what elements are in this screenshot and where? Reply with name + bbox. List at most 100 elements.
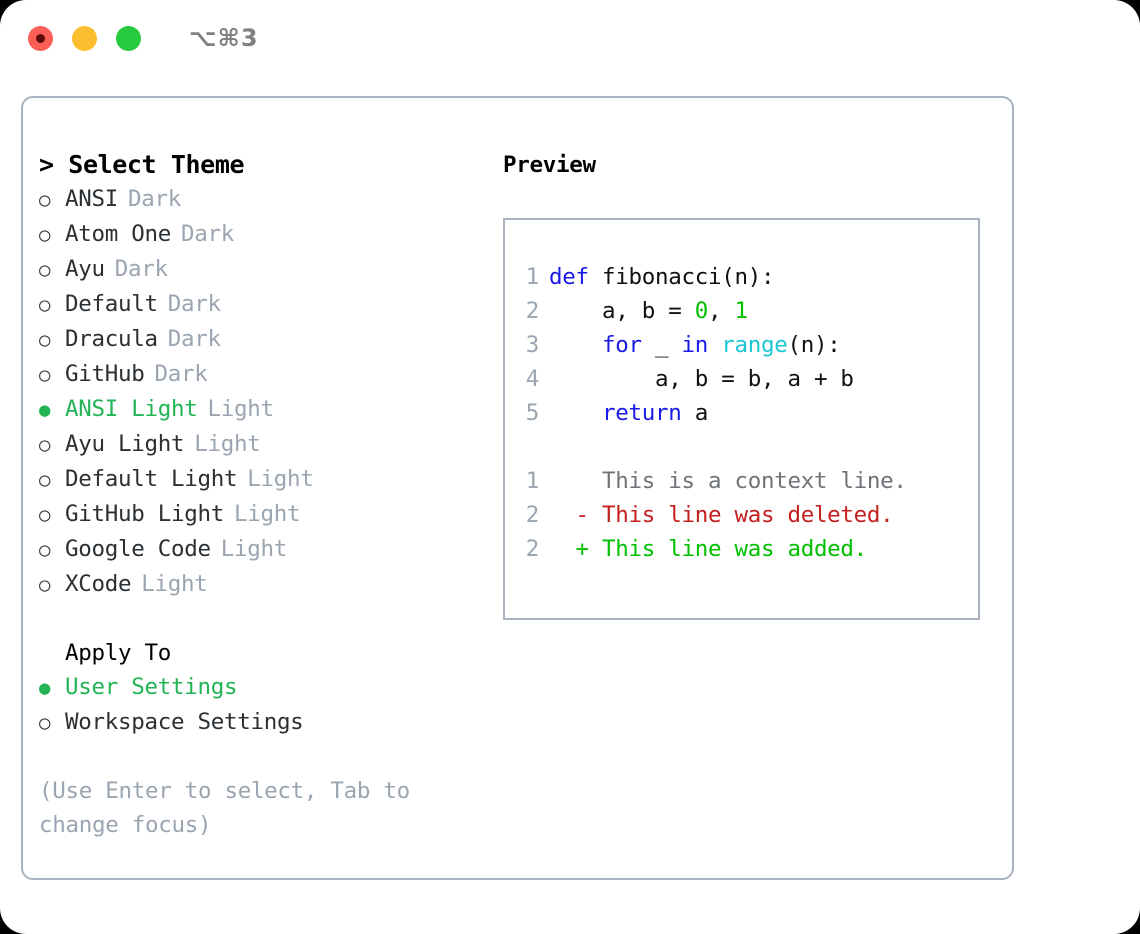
code-indent: [549, 400, 602, 426]
code-text: a, b = 0, 1: [549, 294, 748, 328]
keyboard-shortcut-label: ⌥⌘3: [189, 24, 259, 52]
code-text: def fibonacci(n):: [549, 260, 775, 294]
code-indent: [549, 298, 602, 324]
theme-list-item[interactable]: ○ Atom One Dark: [39, 217, 503, 252]
theme-name-label: ANSI: [65, 186, 118, 212]
apply-to-heading: Apply To: [65, 640, 171, 666]
code-indent: [549, 332, 602, 358]
theme-name-label: GitHub Light: [65, 501, 224, 527]
line-number: 2: [525, 536, 540, 562]
diff-line: 1 This is a context line.: [505, 464, 978, 498]
code-token: a: [681, 400, 709, 426]
radio-unselected-icon: ○: [39, 364, 51, 386]
traffic-lights: [28, 25, 141, 51]
zoom-button-icon[interactable]: [116, 25, 141, 51]
diff-text: This is a context line.: [549, 464, 907, 498]
theme-name-label: Dracula: [65, 326, 158, 352]
theme-name-label: Ayu: [65, 256, 105, 282]
radio-unselected-icon: ○: [39, 329, 51, 351]
line-number: 3: [525, 332, 540, 358]
keyboard-hint: (Use Enter to select, Tab to change focu…: [39, 778, 410, 838]
theme-variant-label: Dark: [114, 256, 168, 282]
theme-name-label: Default Light: [65, 466, 238, 492]
theme-variant-label: Dark: [167, 291, 221, 317]
diff-content: This line was added.: [602, 536, 867, 562]
radio-selected-icon: ●: [39, 677, 51, 699]
code-line: 2 a, b = 0, 1: [505, 294, 978, 328]
radio-unselected-icon: ○: [39, 224, 51, 246]
radio-unselected-icon: ○: [39, 504, 51, 526]
code-token: fibonacci: [602, 264, 722, 290]
diff-content: This is a context line.: [602, 468, 907, 494]
close-button-icon[interactable]: [28, 25, 53, 51]
theme-list-item[interactable]: ○ Dracula Dark: [39, 322, 503, 357]
code-token: 0: [694, 298, 709, 324]
theme-variant-label: Light: [247, 466, 314, 492]
theme-variant-label: Dark: [180, 221, 234, 247]
apply-to-option[interactable]: ○Workspace Settings: [39, 705, 503, 740]
theme-variant-label: Light: [220, 536, 288, 562]
radio-unselected-icon: ○: [39, 189, 51, 211]
code-line: 5 return a: [505, 396, 978, 430]
theme-name-label: GitHub: [65, 361, 145, 387]
theme-list-item[interactable]: ○ ANSI Dark: [39, 182, 503, 217]
code-spacer: [505, 430, 978, 464]
title-bar: ⌥⌘3: [0, 0, 1140, 76]
code-token: for: [602, 332, 642, 358]
theme-list-item[interactable]: ○ GitHub Dark: [39, 357, 503, 392]
diff-line: 2 + This line was added.: [505, 532, 978, 566]
code-token: (n):: [787, 332, 841, 358]
code-text: for _ in range(n):: [549, 328, 841, 362]
theme-variant-label: Dark: [128, 186, 181, 212]
code-text: a, b = b, a + b: [549, 362, 854, 396]
theme-variant-label: Light: [233, 501, 301, 527]
code-line: 4 a, b = b, a + b: [505, 362, 978, 396]
line-number: 1: [525, 264, 540, 290]
theme-variant-label: Dark: [154, 361, 208, 387]
diff-sample: 1 This is a context line.2 - This line w…: [505, 464, 978, 566]
line-number: 1: [525, 468, 540, 494]
code-token: def: [549, 264, 589, 290]
theme-variant-label: Light: [207, 396, 274, 422]
page-title: > Select Theme: [39, 150, 245, 179]
theme-list-item[interactable]: ○ GitHub Light Light: [39, 497, 503, 532]
code-token: return: [602, 400, 682, 426]
theme-variant-label: Light: [141, 571, 208, 597]
radio-selected-icon: ●: [39, 399, 51, 421]
theme-list-item[interactable]: ○ Default Light Light: [39, 462, 503, 497]
diff-content: This line was deleted.: [602, 502, 894, 528]
code-token: a, b =: [602, 298, 695, 324]
theme-variant-label: Light: [194, 431, 261, 457]
code-token: _: [641, 332, 682, 358]
preview-heading: Preview: [503, 152, 596, 178]
apply-to-option[interactable]: ●User Settings: [39, 670, 503, 705]
code-token: 1: [734, 298, 748, 324]
radio-unselected-icon: ○: [39, 574, 51, 596]
line-number: 2: [525, 298, 540, 324]
minimize-button-icon[interactable]: [72, 25, 97, 51]
theme-name-label: Atom One: [65, 221, 171, 247]
radio-unselected-icon: ○: [39, 539, 51, 561]
radio-unselected-icon: ○: [39, 469, 51, 491]
radio-unselected-icon: ○: [39, 712, 51, 734]
theme-name-label: ANSI Light: [65, 396, 198, 422]
code-token: [708, 332, 721, 358]
theme-name-label: Default: [65, 291, 158, 317]
theme-variant-label: Dark: [167, 326, 221, 352]
theme-list-item[interactable]: ● ANSI Light Light: [39, 392, 503, 427]
diff-line: 2 - This line was deleted.: [505, 498, 978, 532]
code-line: 3 for _ in range(n):: [505, 328, 978, 362]
code-token: ,: [707, 298, 735, 324]
radio-unselected-icon: ○: [39, 434, 51, 456]
